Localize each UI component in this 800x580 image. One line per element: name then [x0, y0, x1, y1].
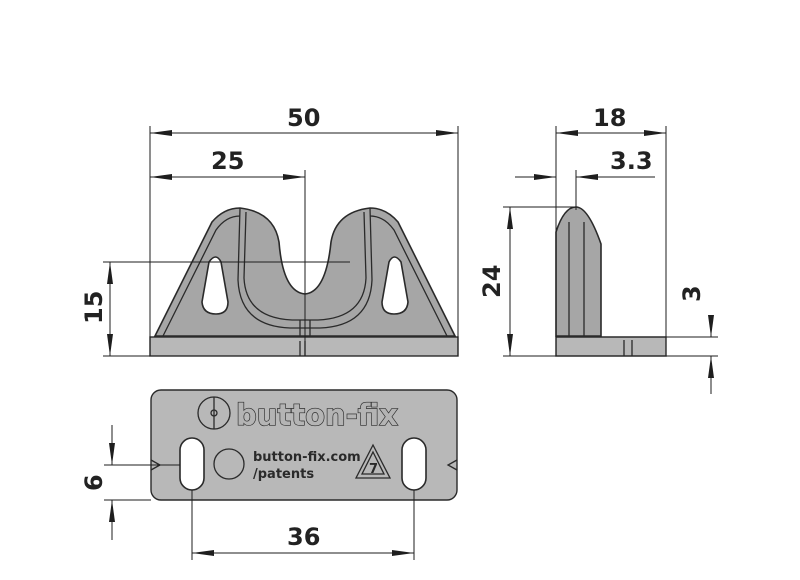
dimension-label-3: 3 — [678, 285, 706, 302]
dimension-label-3-3: 3.3 — [610, 147, 653, 175]
front-view-right-slot-hole — [381, 256, 409, 315]
front-view-inner-edge-right — [369, 215, 448, 337]
dimension-front-height: 15 — [80, 261, 250, 357]
dimension-label-36: 36 — [287, 523, 320, 551]
bottom-view-brand-text: button-fix — [236, 398, 398, 432]
dimension-side-thickness: 3.3 — [515, 147, 655, 180]
side-view-base-notch — [623, 340, 633, 356]
dimension-label-25: 25 — [211, 147, 244, 175]
front-view-slot — [299, 320, 311, 336]
dimensions-front: 50 25 15 — [80, 104, 459, 357]
side-view-fin-edge — [568, 222, 585, 336]
front-view-left-slot-hole — [201, 256, 229, 315]
bottom-view-left-slot-hole — [179, 437, 205, 491]
front-view — [149, 207, 459, 357]
bottom-view-website-text: button-fix.com — [253, 450, 361, 465]
dimensions-bottom: 6 36 — [80, 425, 415, 560]
bottom-view-right-slot-hole — [401, 437, 427, 491]
dimension-hole-spacing: 36 — [191, 490, 415, 560]
recycle-code: 7 — [369, 462, 378, 477]
dimension-label-18: 18 — [593, 104, 626, 132]
front-view-inner-edge — [162, 215, 241, 337]
dimension-front-width: 50 — [150, 104, 458, 136]
dimension-label-6: 6 — [80, 474, 108, 491]
dimension-label-15: 15 — [80, 291, 108, 324]
dimension-front-half-width: 25 — [150, 147, 305, 180]
front-view-base — [149, 336, 459, 357]
bottom-view-plate — [150, 389, 458, 501]
dimension-label-24: 24 — [478, 265, 506, 298]
bottom-view-patents-text: /patents — [253, 467, 314, 482]
side-view-base — [555, 336, 667, 357]
dimension-side-depth: 18 — [556, 104, 666, 136]
dimension-label-50: 50 — [287, 104, 320, 132]
bottom-view-round-mark — [213, 448, 245, 480]
recycle-icon: 7 — [354, 443, 392, 479]
dimension-slot-width: 6 — [80, 425, 180, 540]
side-view — [555, 206, 667, 357]
bottom-view: button-fix button-fix.com /patents 7 — [150, 389, 458, 501]
dimension-side-height: 24 — [478, 206, 574, 357]
dimensions-side: 18 3.3 24 3 — [478, 104, 718, 394]
dimension-base-thickness: 3 — [666, 285, 718, 394]
side-view-fin — [555, 206, 602, 337]
